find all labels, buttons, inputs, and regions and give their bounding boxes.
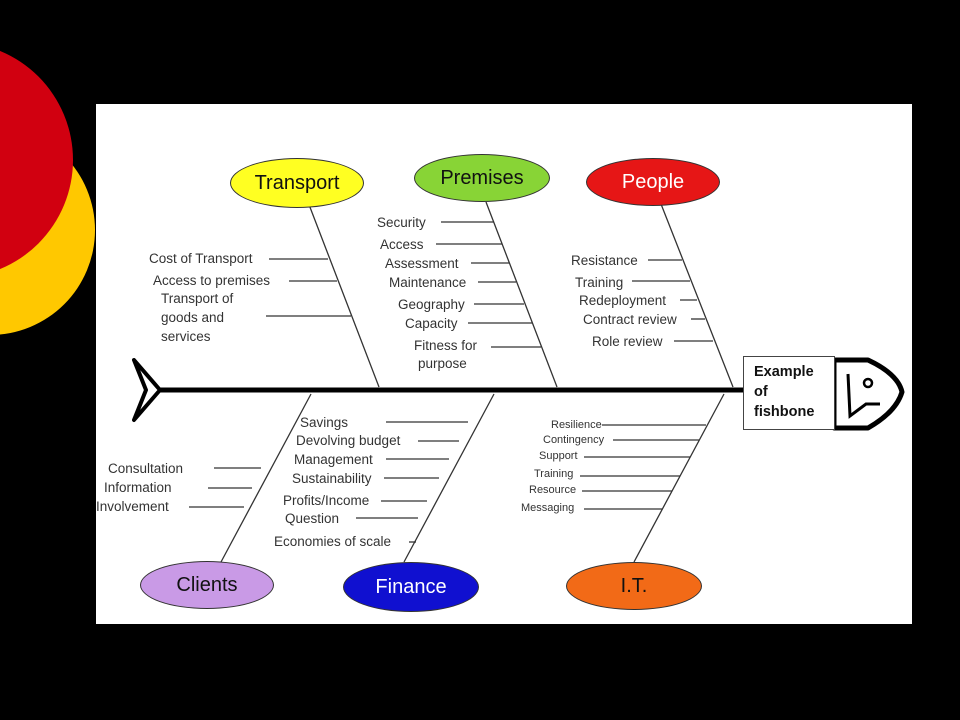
bone-transport [307, 201, 380, 388]
cause-label: Resource [529, 484, 577, 496]
fishbone-diagram: Transport Premises People Clients Financ… [96, 104, 912, 624]
cause-label: Sustainability [292, 471, 372, 486]
cause-label: Profits/Income [283, 493, 370, 508]
head-label-line: fishbone [754, 404, 815, 420]
cause-label: Geography [398, 297, 465, 312]
fish-eye [862, 377, 874, 389]
category-finance: Finance [343, 562, 479, 612]
cause-label: Devolving budget [296, 433, 401, 448]
cause-label: Question [285, 511, 340, 526]
head-label-line: Example [754, 364, 814, 380]
cause-label: Maintenance [389, 275, 467, 290]
cause-label: Redeployment [579, 293, 667, 308]
cause-label: Training [534, 468, 574, 480]
cause-label: Security [377, 215, 426, 230]
cause-label: purpose [418, 356, 467, 371]
cause-label: Information [104, 480, 172, 495]
cause-label: Support [539, 450, 578, 462]
cause-label: Access to premises [153, 273, 271, 288]
cause-label: Capacity [405, 316, 458, 331]
fish-mouth [846, 373, 880, 419]
cause-label: Access [380, 237, 424, 252]
bone-it [633, 393, 725, 563]
red-circle [0, 50, 73, 270]
bone-finance [403, 393, 495, 563]
category-it: I.T. [566, 562, 702, 610]
head-label-line: of [754, 384, 768, 400]
cause-label: Management [294, 452, 373, 467]
cause-label: Involvement [96, 499, 169, 514]
fishbone-lines [132, 201, 905, 563]
cause-label: Contingency [543, 434, 605, 446]
cause-label: Role review [592, 334, 663, 349]
cause-label: Messaging [521, 502, 575, 514]
category-clients: Clients [140, 561, 274, 609]
cause-label: Consultation [108, 461, 184, 476]
cause-label: Cost of Transport [149, 251, 253, 266]
fish-head-label: Example of fishbone [743, 356, 835, 430]
bone-clients [220, 393, 312, 563]
category-transport: Transport [230, 158, 364, 208]
category-people: People [586, 158, 720, 206]
cause-label: Economies of scale [274, 534, 392, 549]
fish-tail [132, 358, 162, 422]
bone-people [660, 203, 734, 388]
cause-label: Transport of [161, 291, 234, 306]
fish-head [831, 357, 905, 431]
category-premises: Premises [414, 154, 550, 202]
cause-label: goods and [161, 310, 225, 325]
cause-label: Training [575, 275, 624, 290]
bone-premises [485, 201, 558, 388]
cause-label: Assessment [385, 256, 459, 271]
cause-label: services [161, 329, 211, 344]
cause-label: Resilience [551, 419, 602, 431]
cause-label: Resistance [571, 253, 638, 268]
cause-label: Contract review [583, 312, 677, 327]
cause-label: Fitness for [414, 338, 478, 353]
cause-label: Savings [300, 415, 349, 430]
